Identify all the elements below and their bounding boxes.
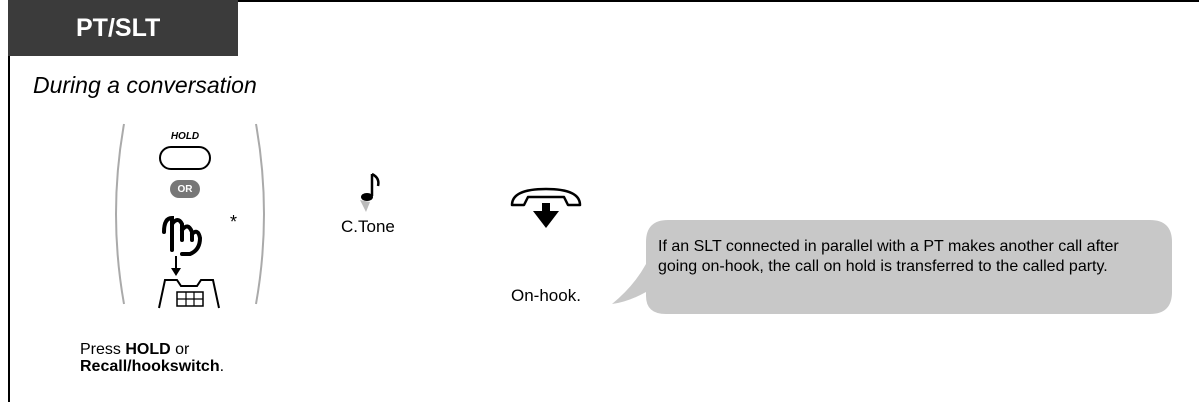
on-hook-handset-icon [510,187,582,228]
section-header: PT/SLT [8,0,238,56]
caption-recall: Recall/hookswitch [80,358,220,375]
music-note-icon [360,172,380,212]
asterisk-note: * [230,212,238,232]
hold-key-label: HOLD [170,131,200,142]
note-bubble [612,220,1172,314]
content-frame [8,0,1199,402]
step1-caption: Press HOLD or Recall/hookswitch. [80,341,224,375]
left-parenthesis [115,123,125,305]
caption-prefix: Press [80,341,126,358]
caption-hold: HOLD [125,341,171,358]
on-hook-label: On-hook. [511,286,581,305]
caption-period: . [219,358,225,375]
right-parenthesis [255,123,265,305]
caption-or: or [170,341,190,358]
or-badge: OR [170,180,200,198]
header-title: PT/SLT [76,13,161,42]
pressing-finger-icon [162,215,203,276]
hookswitch-icon [158,279,220,309]
subtitle: During a conversation [33,72,257,98]
hold-key-icon [159,146,211,170]
tone-label: C.Tone [341,217,395,236]
note-text: If an SLT connected in parallel with a P… [658,238,1119,275]
